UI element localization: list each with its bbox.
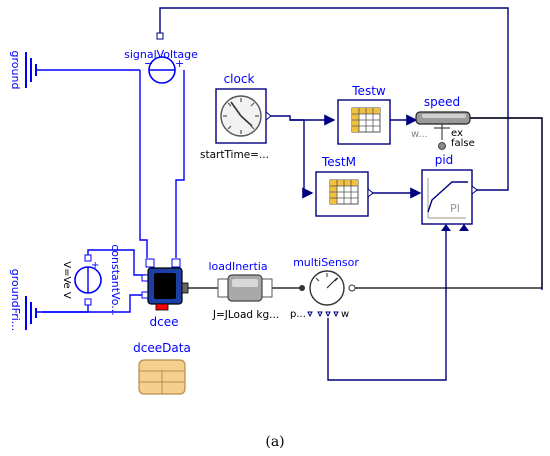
load-inertia-param: J=JLoad kg... <box>212 309 279 321</box>
multi-sensor[interactable]: multiSensor p... w <box>290 256 359 320</box>
testm-label: TestM <box>321 155 356 169</box>
speed-to-pid-wire <box>470 117 543 290</box>
ground-bottom-label: groundFri... <box>9 269 22 332</box>
dcee-data-label: dceeData <box>133 341 191 355</box>
ground-top[interactable]: ground <box>9 51 37 90</box>
pid-label: pid <box>435 153 454 167</box>
constant-voltage-label: constantVo... <box>109 244 122 316</box>
signal-voltage-right-wire <box>175 70 185 258</box>
testm-table[interactable]: TestM <box>315 155 374 217</box>
signal-voltage-left-wire <box>139 70 148 258</box>
multi-sensor-label: multiSensor <box>293 256 359 269</box>
clock-to-testm-wire <box>290 119 314 199</box>
multi-sensor-p-label: p... <box>290 309 306 320</box>
clock[interactable]: clock startTime=... <box>200 72 272 161</box>
constant-voltage-param: V=Ve V <box>61 261 72 299</box>
testw-label: Testw <box>351 84 386 98</box>
pid-inner-label: PI <box>450 202 460 215</box>
speed-label: speed <box>424 95 460 109</box>
figure-caption: (a) <box>265 434 284 450</box>
multi-sensor-w-label: w <box>341 309 349 320</box>
load-inertia-label: loadInertia <box>208 260 267 273</box>
testw-table[interactable]: Testw <box>337 84 391 145</box>
constant-voltage-top-wire <box>87 249 146 276</box>
dcee-motor[interactable]: dcee <box>141 258 189 329</box>
speed-sensor-wire <box>470 117 543 288</box>
speed-source[interactable]: speed w... ex false <box>411 95 475 150</box>
constant-voltage-bottom-wire <box>42 300 89 313</box>
signal-voltage-label: signalVoltage <box>124 48 198 61</box>
dcee-data[interactable]: dceeData <box>133 341 191 395</box>
ground-top-label: ground <box>9 51 22 90</box>
clock-to-testw-wire <box>266 114 336 126</box>
load-inertia[interactable]: loadInertia J=JLoad kg... <box>208 260 279 321</box>
dcee-label: dcee <box>150 315 179 329</box>
signal-voltage[interactable]: signalVoltage − + <box>124 32 198 84</box>
pid-controller[interactable]: pid PI <box>421 153 478 231</box>
speed-false-label: false <box>451 138 475 149</box>
clock-param: startTime=... <box>200 149 269 161</box>
ground-bottom-wire <box>36 294 146 313</box>
ground-bottom[interactable]: groundFri... <box>9 269 37 332</box>
constant-voltage[interactable]: + V=Ve V constantVo... <box>61 244 122 316</box>
svg-text:−: − <box>144 57 153 70</box>
speed-exact-label: ex <box>451 128 463 139</box>
sensor-to-pid-wire <box>327 230 447 381</box>
clock-label: clock <box>224 72 255 86</box>
feedback-wire <box>159 7 509 191</box>
svg-text:+: + <box>175 57 184 70</box>
speed-port-label: w... <box>411 129 428 140</box>
svg-text:+: + <box>91 260 99 271</box>
